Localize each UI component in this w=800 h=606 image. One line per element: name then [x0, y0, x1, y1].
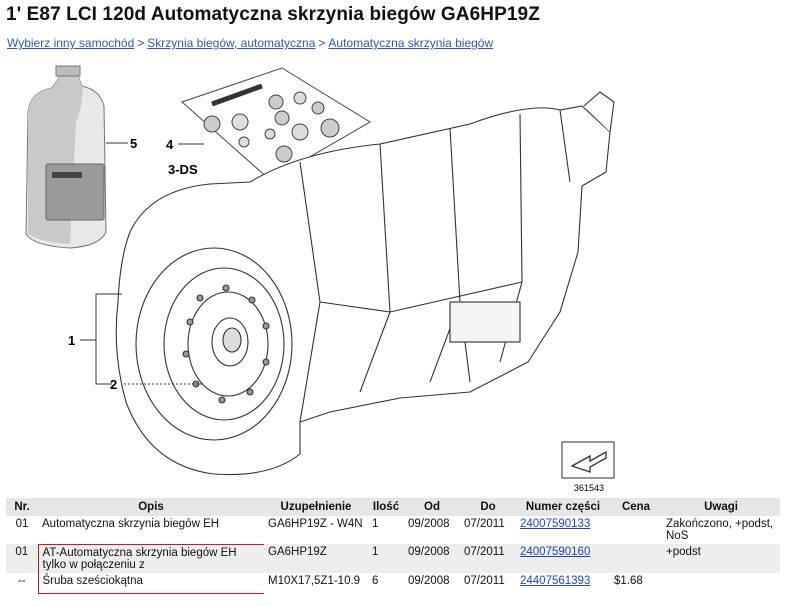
callout-2: 2: [110, 377, 117, 392]
header-do: Do: [460, 498, 516, 516]
header-opis: Opis: [38, 498, 264, 516]
cell-cena: $1.68: [614, 574, 643, 587]
cell-opis-line2: tylko w połączeniu z: [42, 558, 145, 571]
torque-converter-illustration: [135, 247, 293, 441]
callout-3-ds: 3-DS: [168, 162, 198, 177]
callout-5: 5: [130, 136, 137, 151]
callout-4: 4: [166, 137, 174, 152]
cell-nr: --: [17, 574, 26, 587]
cell-ilosc: 1: [368, 544, 404, 573]
view-direction-icon: [561, 441, 615, 479]
header-uzupelnienie: Uzupełnienie: [264, 498, 368, 516]
leader-line: [95, 293, 122, 385]
header-cena: Cena: [610, 498, 662, 516]
parts-table: Nr. Opis Uzupełnienie Ilość Od Do Numer …: [6, 498, 780, 594]
part-number-link[interactable]: 24007590160: [520, 546, 591, 558]
breadcrumb-change-vehicle[interactable]: Wybierz inny samochód: [7, 36, 135, 50]
breadcrumb-automatic-transmission[interactable]: Automatyczna skrzynia biegów: [328, 36, 494, 50]
cell-cena: [610, 516, 662, 544]
header-uwagi: Uwagi: [662, 498, 780, 516]
oil-bottle-illustration: [25, 65, 107, 249]
cell-do: 07/2011: [464, 574, 505, 587]
cell-uwagi: Zakończono, +podst, NoS: [666, 518, 774, 542]
table-header-row: Nr. Opis Uzupełnienie Ilość Od Do Numer …: [6, 498, 780, 516]
image-number: 361543: [574, 483, 604, 493]
cell-cena: [610, 544, 662, 573]
small-parts-kit-illustration: [181, 67, 371, 181]
cell-opis-line1: AT-Automatyczna skrzynia biegów EH: [42, 546, 237, 559]
cell-nr: 01: [6, 544, 38, 573]
part-number-link[interactable]: 24007590133: [520, 518, 591, 530]
cell-uwagi: +podst: [662, 544, 780, 573]
cell-ilosc: 6: [372, 574, 379, 587]
cell-do: 07/2011: [464, 518, 505, 530]
breadcrumb-separator: >: [137, 36, 145, 50]
header-od: Od: [404, 498, 460, 516]
cell-opis: Automatyczna skrzynia biegów EH: [42, 518, 220, 530]
cell-uzupelnienie: GA6HP19Z: [264, 544, 368, 573]
header-numer-czesci: Numer części: [516, 498, 610, 516]
cell-opis: Śruba sześciokątna: [37, 572, 264, 594]
breadcrumb-separator: >: [318, 36, 326, 50]
cell-ilosc: 1: [372, 518, 379, 530]
cell-uzupelnienie: GA6HP19Z - W4N: [268, 518, 363, 530]
page-title: 1' E87 LCI 120d Automatyczna skrzynia bi…: [6, 4, 540, 25]
breadcrumb: Wybierz inny samochód>Skrzynia biegów, a…: [7, 36, 493, 50]
breadcrumb-transmission-category[interactable]: Skrzynia biegów, automatyczna: [147, 36, 316, 50]
header-nr: Nr.: [6, 498, 38, 516]
cell-od: 09/2008: [408, 574, 450, 587]
header-ilosc: Ilość: [368, 498, 404, 516]
cell-uzupelnienie: M10X17,5Z1-10.9: [268, 574, 361, 587]
cell-od: 09/2008: [404, 544, 460, 573]
cell-uwagi: [662, 573, 780, 594]
callout-1: 1: [68, 333, 75, 348]
cell-nr: 01: [15, 518, 29, 530]
table-row: 01 Automatyczna skrzynia biegów EH GA6HP…: [6, 516, 780, 544]
cell-od: 09/2008: [408, 518, 450, 530]
cell-do: 07/2011: [460, 544, 516, 573]
parts-diagram: 5 4 3-DS: [0, 62, 800, 498]
part-number-link[interactable]: 24407561393: [520, 574, 591, 587]
table-row: -- Śruba sześciokątna M10X17,5Z1-10.9 6 …: [6, 572, 780, 594]
